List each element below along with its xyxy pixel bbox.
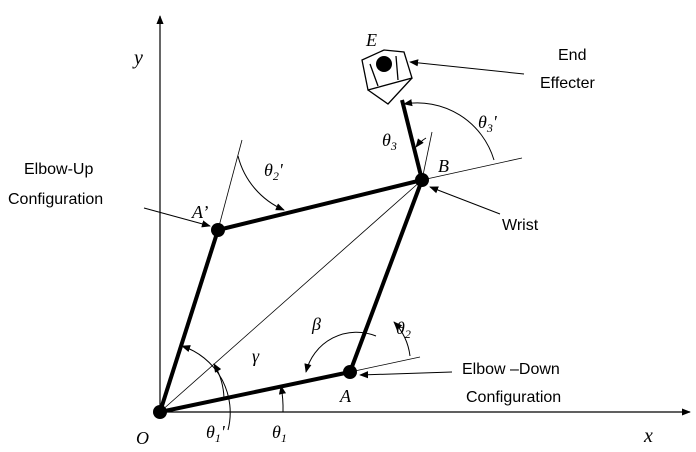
callout-arrow-wrist: [429, 186, 501, 215]
extension-oa-prime: [217, 139, 243, 231]
callout-end-effecter-line2: Effecter: [540, 75, 596, 92]
callout-end-effecter-line1: End: [558, 47, 586, 64]
point-label-b: B: [438, 156, 449, 176]
x-axis-label: x: [643, 425, 653, 447]
end-effector-ball: [376, 56, 392, 72]
point-label-a-prime: A’: [191, 202, 208, 222]
callout-elbow-up-line2: Configuration: [8, 191, 103, 208]
origin-label: O: [136, 428, 149, 448]
extension-oa: [349, 356, 421, 373]
angle-label-theta1-prime: θ1': [206, 422, 226, 445]
callout-elbow-down-line2: Configuration: [466, 389, 561, 406]
arc-theta3-prime: [403, 99, 495, 161]
link-b-e: [400, 99, 424, 181]
joint-a: [343, 365, 357, 379]
angle-label-theta2: θ2: [396, 318, 411, 341]
link-o-a-prime: [158, 229, 220, 413]
joint-a-prime: [211, 223, 225, 237]
angle-label-theta3: θ3: [382, 130, 397, 153]
point-label-a: A: [339, 386, 352, 406]
callout-arrow-elbow-up: [143, 207, 211, 228]
link-o-a: [159, 370, 351, 414]
angle-label-theta3-prime: θ3': [478, 112, 498, 135]
callout-arrow-elbow-down: [359, 371, 453, 379]
link-a-b: [348, 179, 424, 373]
arc-theta1: [278, 385, 287, 413]
point-label-e: E: [365, 30, 377, 50]
extension-a-prime-b: [421, 157, 523, 181]
callout-wrist: Wrist: [502, 217, 539, 234]
joint-o: [153, 405, 167, 419]
arc-theta2-prime: [237, 155, 285, 211]
callout-elbow-up-line1: Elbow-Up: [24, 161, 93, 178]
y-axis-label: y: [132, 47, 143, 69]
diagonal-ob: [159, 179, 423, 413]
arc-beta: [304, 331, 377, 373]
angle-label-beta: β: [311, 314, 321, 334]
angle-label-gamma: γ: [252, 346, 260, 366]
callout-arrow-end-effecter: [409, 59, 525, 75]
arc-theta2: [393, 321, 411, 357]
arc-theta1-prime: [181, 345, 231, 431]
extension-ab: [421, 131, 433, 181]
arc-gamma: [213, 363, 225, 399]
arc-theta3: [415, 137, 427, 148]
angle-label-theta2-prime: θ2': [264, 160, 284, 183]
link-a-prime-b: [217, 178, 423, 232]
callout-elbow-down-line1: Elbow –Down: [462, 361, 560, 378]
angle-label-theta1: θ1: [272, 422, 287, 445]
joint-b: [415, 173, 429, 187]
end-effector-gripper: [361, 49, 413, 105]
